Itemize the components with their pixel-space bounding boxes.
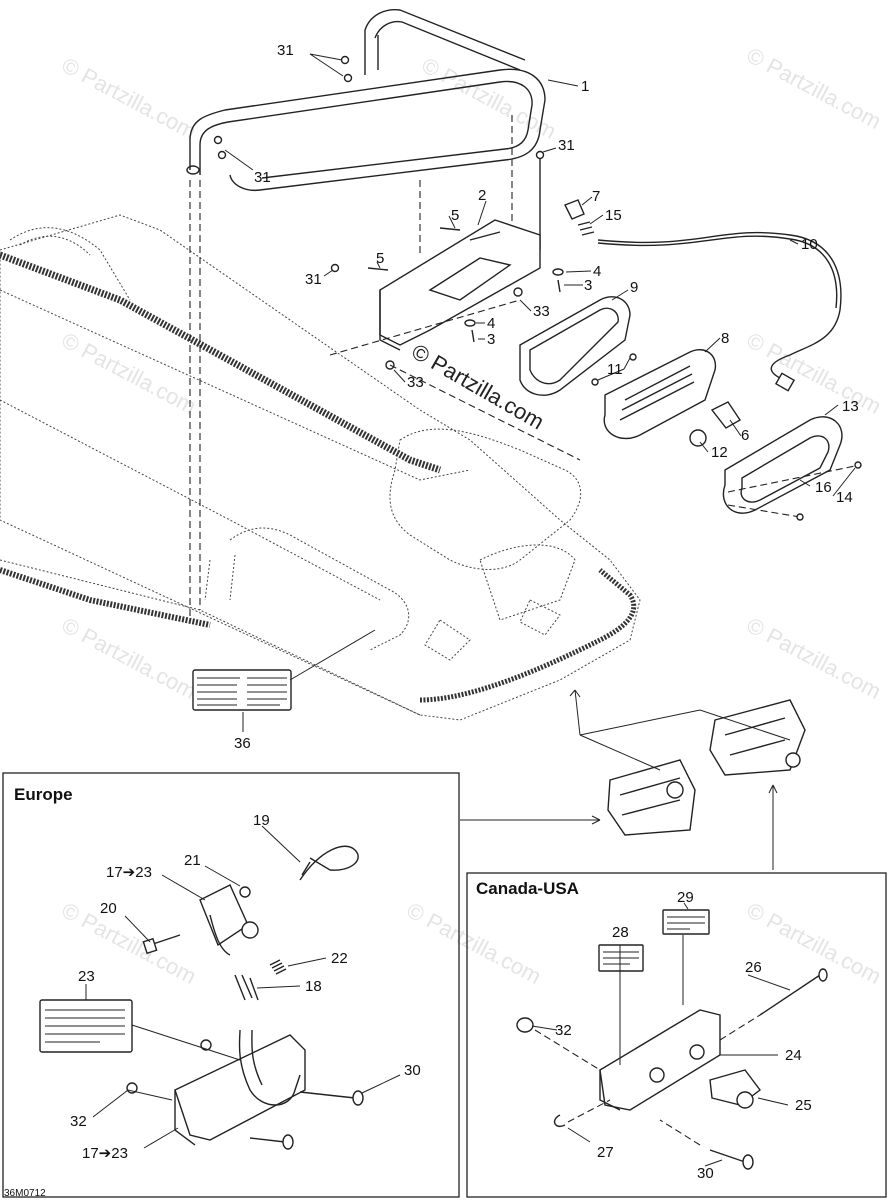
decal-36-part	[192, 629, 376, 732]
reflector-part	[603, 349, 741, 447]
callout-2: 2	[478, 187, 486, 204]
canada-usa-region-box	[466, 872, 887, 1198]
callout-16: 16	[815, 479, 832, 496]
callout-24: 24	[785, 1047, 802, 1064]
callout-10: 10	[801, 236, 818, 253]
callout-33: 33	[407, 374, 424, 391]
callout-27: 27	[597, 1144, 614, 1161]
watermark-group: © Partzilla.com © Partzilla.com © Partzi…	[58, 42, 886, 989]
callout-19: 19	[253, 812, 270, 829]
europe-region-box	[2, 772, 460, 1198]
callout-30: 30	[697, 1165, 714, 1182]
canada-usa-hitch-parts	[516, 909, 828, 1170]
callout-31: 31	[277, 42, 294, 59]
callout-1: 1	[581, 78, 589, 95]
callout-26: 26	[745, 959, 762, 976]
callout-18: 18	[305, 978, 322, 995]
screw-set	[213, 55, 545, 273]
chassis-outline	[0, 180, 641, 721]
callout-leaders	[85, 53, 856, 1167]
watermark: © Partzilla.com	[58, 327, 201, 419]
watermark: © Partzilla.com	[403, 897, 546, 989]
callout-32: 32	[70, 1113, 87, 1130]
callout-3: 3	[487, 331, 495, 348]
callout-5: 5	[376, 250, 384, 267]
callout-15: 15	[605, 207, 622, 224]
watermark: © Partzilla.com	[58, 52, 201, 144]
diagram-code: 36M0712	[4, 1188, 46, 1199]
callout-25: 25	[795, 1097, 812, 1114]
lens-part	[722, 416, 862, 521]
callout-17-23: 17➔23	[82, 1145, 128, 1162]
callout-31: 31	[254, 169, 271, 186]
callout-4: 4	[487, 315, 495, 332]
callout-4: 4	[593, 263, 601, 280]
europe-region-title: Europe	[14, 785, 73, 804]
watermark: © Partzilla.com	[743, 327, 886, 419]
callout-3: 3	[584, 277, 592, 294]
europe-hitch-parts	[39, 845, 364, 1150]
canada-usa-region-title: Canada-USA	[476, 879, 579, 898]
watermark: © Partzilla.com	[58, 612, 201, 704]
taillight-bracket-part	[329, 219, 581, 461]
callout-13: 13	[842, 398, 859, 415]
callout-23: 23	[78, 968, 95, 985]
callout-28: 28	[612, 924, 629, 941]
callout-labels: 1 31 31 31 31 2 5 5 4 3 4 3 33 33 7 15 1…	[70, 42, 859, 1182]
callout-17-23: 17➔23	[106, 864, 152, 881]
callout-33: 33	[533, 303, 550, 320]
callout-21: 21	[184, 852, 201, 869]
watermark: © Partzilla.com	[743, 42, 886, 134]
watermark: © Partzilla.com	[743, 897, 886, 989]
grab-handle-part	[186, 8, 546, 255]
callout-5: 5	[451, 207, 459, 224]
callout-14: 14	[836, 489, 853, 506]
callout-31: 31	[558, 137, 575, 154]
callout-36: 36	[234, 735, 251, 752]
callout-31: 31	[305, 271, 322, 288]
callout-6: 6	[741, 427, 749, 444]
fastener-set	[367, 227, 564, 343]
wiring-harness-part	[564, 199, 842, 392]
callout-11: 11	[607, 361, 623, 378]
hitch-mount-overview	[460, 689, 806, 870]
callout-12: 12	[711, 444, 728, 461]
watermark: © Partzilla.com	[418, 52, 561, 144]
callout-29: 29	[677, 889, 694, 906]
callout-20: 20	[100, 900, 117, 917]
callout-30: 30	[404, 1062, 421, 1079]
callout-9: 9	[630, 279, 638, 296]
callout-8: 8	[721, 330, 729, 347]
watermark: © Partzilla.com	[743, 612, 886, 704]
callout-32: 32	[555, 1022, 572, 1039]
callout-22: 22	[331, 950, 348, 967]
callout-7: 7	[592, 188, 600, 205]
